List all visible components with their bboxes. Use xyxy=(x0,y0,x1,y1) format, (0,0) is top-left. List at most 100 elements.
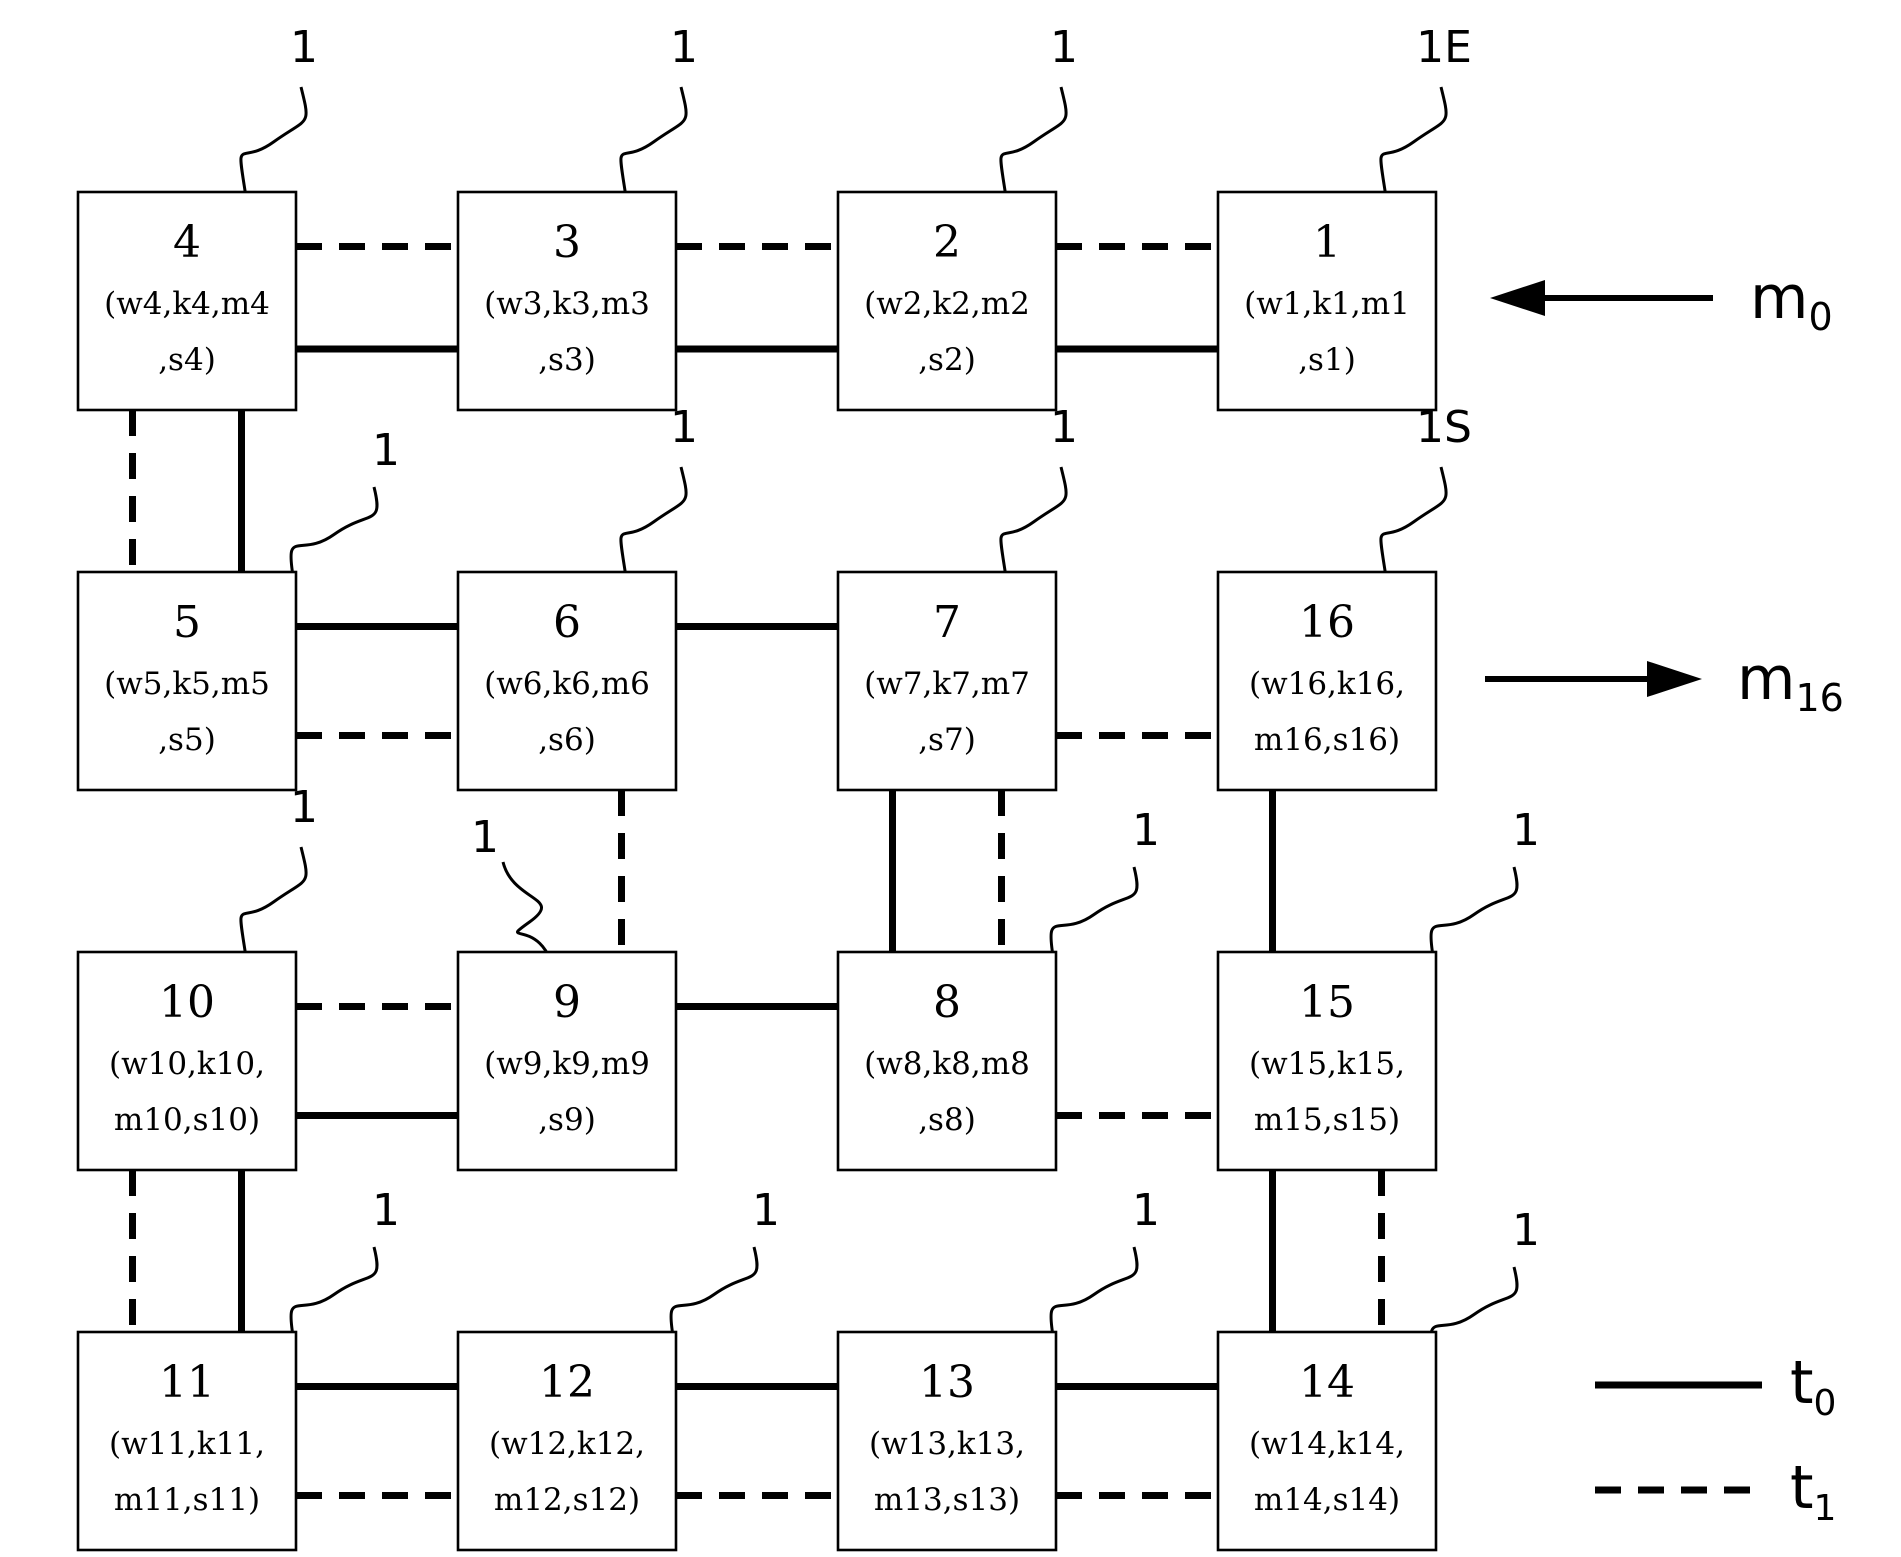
ref-leader-15 xyxy=(1431,867,1517,962)
node-params-line2: m15,s15) xyxy=(1254,1102,1400,1138)
ref-label-1: 1E xyxy=(1416,22,1472,73)
node-params-line2: m16,s16) xyxy=(1254,722,1400,758)
node-number: 3 xyxy=(553,217,581,268)
legend-solid-main: t xyxy=(1790,1348,1814,1418)
output-arrow xyxy=(1485,661,1702,697)
node-params-line1: (w7,k7,m7 xyxy=(864,666,1030,702)
ref-label-9: 1 xyxy=(471,812,499,863)
ref-label-5: 1 xyxy=(372,425,400,476)
ref-leader-10 xyxy=(241,847,306,957)
legend-dashed-main: t xyxy=(1790,1453,1814,1523)
node-params-line2: ,s6) xyxy=(538,722,596,758)
legend-solid-label: t0 xyxy=(1790,1348,1836,1424)
node-params-line1: (w5,k5,m5 xyxy=(104,666,270,702)
node-number: 12 xyxy=(539,1357,595,1408)
node-params-line1: (w8,k8,m8 xyxy=(864,1046,1030,1082)
node-params-line1: (w2,k2,m2 xyxy=(864,286,1030,322)
ref-label-8: 1 xyxy=(1132,805,1160,856)
input-arrow xyxy=(1490,280,1713,316)
node-params-line1: (w12,k12, xyxy=(489,1426,645,1462)
output-label: m16 xyxy=(1737,644,1844,720)
node-number: 10 xyxy=(159,977,215,1028)
node-6: 6 (w6,k6,m6 ,s6) xyxy=(458,572,676,790)
node-8: 8 (w8,k8,m8 ,s8) xyxy=(838,952,1056,1170)
node-12: 12(w12,k12,m12,s12) xyxy=(458,1332,676,1550)
legend-dashed-sub: 1 xyxy=(1814,1488,1837,1529)
output-label-sub: 16 xyxy=(1795,676,1843,720)
node-params-line2: m10,s10) xyxy=(114,1102,260,1138)
node-7: 7 (w7,k7,m7 ,s7) xyxy=(838,572,1056,790)
ref-label-2: 1 xyxy=(1050,22,1078,73)
node-params-line1: (w6,k6,m6 xyxy=(484,666,650,702)
connection-lines xyxy=(133,247,1382,1496)
input-label-sub: 0 xyxy=(1808,295,1832,339)
node-number: 9 xyxy=(553,977,581,1028)
ref-leader-11 xyxy=(291,1247,377,1342)
node-params-line2: ,s3) xyxy=(538,342,596,378)
ref-leader-16 xyxy=(1381,467,1446,577)
ref-leader-13 xyxy=(1051,1247,1137,1342)
node-13: 13(w13,k13,m13,s13) xyxy=(838,1332,1056,1550)
node-params-line2: m14,s14) xyxy=(1254,1482,1400,1518)
node-grid: 4 (w4,k4,m4 ,s4) 3 (w3,k3,m3 ,s3) 2 (w2,k2,m2 ,s… xyxy=(78,192,1436,1550)
node-params-line1: (w16,k16, xyxy=(1249,666,1405,702)
node-10: 10 (w10,k10, m10,s10) xyxy=(78,952,296,1170)
node-params-line1: (w10,k10, xyxy=(109,1046,265,1082)
node-number: 6 xyxy=(553,597,581,648)
node-params-line2: ,s9) xyxy=(538,1102,596,1138)
node-number: 14 xyxy=(1299,1357,1355,1408)
node-3: 3 (w3,k3,m3 ,s3) xyxy=(458,192,676,410)
legend-solid-sub: 0 xyxy=(1814,1383,1837,1424)
node-params-line1: (w4,k4,m4 xyxy=(104,286,270,322)
node-number: 15 xyxy=(1299,977,1355,1028)
output-label-main: m xyxy=(1737,644,1795,714)
ref-leader-5 xyxy=(291,487,377,582)
node-params-line2: ,s4) xyxy=(158,342,216,378)
node-params-line2: ,s2) xyxy=(918,342,976,378)
node-params-line2: ,s5) xyxy=(158,722,216,758)
node-params-line1: (w3,k3,m3 xyxy=(484,286,650,322)
ref-leader-8 xyxy=(1051,867,1137,962)
ref-leader-7 xyxy=(1001,467,1066,577)
node-params-line2: ,s7) xyxy=(918,722,976,758)
node-number: 4 xyxy=(173,217,201,268)
ref-label-3: 1 xyxy=(670,22,698,73)
node-params-line2: m11,s11) xyxy=(114,1482,260,1518)
node-14: 14 (w14,k14, m14,s14) xyxy=(1218,1332,1436,1550)
node-4: 4 (w4,k4,m4 ,s4) xyxy=(78,192,296,410)
ref-label-14: 1 xyxy=(1512,1205,1540,1256)
node-number: 11 xyxy=(159,1357,215,1408)
ref-label-12: 1 xyxy=(752,1185,780,1236)
node-number: 13 xyxy=(919,1357,975,1408)
ref-label-4: 1 xyxy=(290,22,318,73)
input-label-main: m xyxy=(1750,263,1808,333)
node-9: 9 (w9,k9,m9 ,s9) xyxy=(458,952,676,1170)
node-number: 16 xyxy=(1299,597,1355,648)
node-params-line1: (w14,k14, xyxy=(1249,1426,1405,1462)
ref-leader-12 xyxy=(671,1247,757,1342)
node-number: 8 xyxy=(933,977,961,1028)
node-params-line1: (w9,k9,m9 xyxy=(484,1046,650,1082)
node-params-line1: (w11,k11, xyxy=(109,1426,265,1462)
ref-leader-2 xyxy=(1001,87,1066,197)
ref-leader-4 xyxy=(241,87,306,197)
node-params-line2: m13,s13) xyxy=(874,1482,1020,1518)
ref-label-15: 1 xyxy=(1512,805,1540,856)
node-2: 2 (w2,k2,m2 ,s2) xyxy=(838,192,1056,410)
ref-leader-14 xyxy=(1431,1267,1517,1362)
node-number: 7 xyxy=(933,597,961,648)
node-number: 5 xyxy=(173,597,201,648)
node-params-line2: ,s1) xyxy=(1298,342,1356,378)
node-number: 2 xyxy=(933,217,961,268)
node-params-line1: (w15,k15, xyxy=(1249,1046,1405,1082)
node-1: 1(w1,k1,m1,s1) xyxy=(1218,192,1436,410)
node-11: 11 (w11,k11, m11,s11) xyxy=(78,1332,296,1550)
node-params-line2: ,s8) xyxy=(918,1102,976,1138)
node-16: 16 (w16,k16, m16,s16) xyxy=(1218,572,1436,790)
ref-leader-6 xyxy=(621,467,686,577)
ref-leader-3 xyxy=(621,87,686,197)
node-number: 1 xyxy=(1313,217,1341,268)
ref-leader-1 xyxy=(1381,87,1446,197)
node-5: 5 (w5,k5,m5 ,s5) xyxy=(78,572,296,790)
